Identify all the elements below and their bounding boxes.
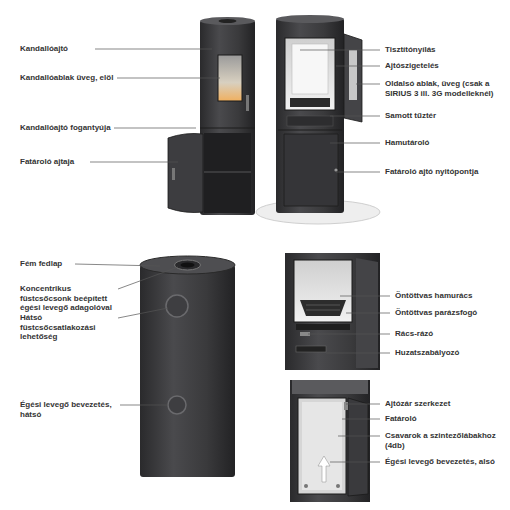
leader-lines <box>75 49 390 462</box>
storage-detail <box>290 380 370 502</box>
part-label: Égési levegő bevezetés, hátsó <box>20 400 119 419</box>
part-label: Ajtószigetelés <box>385 61 503 71</box>
part-label: Oldalsó ablak, üveg (csak a SIRIUS 3 ill… <box>385 79 503 98</box>
stove-front <box>168 17 255 215</box>
part-label: Fém fedlap <box>20 259 74 269</box>
part-label: Égési levegő bevezetés, alsó <box>385 457 503 467</box>
part-label: Öntöttvas parázsfogó <box>395 308 503 318</box>
firebox-detail <box>285 253 380 370</box>
part-label: Kandallóajtó fogantyúja <box>20 123 114 133</box>
part-label: Huzatszabályozó <box>395 348 503 358</box>
part-label: Hamutároló <box>385 138 503 148</box>
part-label: Kandallóablak üveg, elöl <box>20 73 116 83</box>
stove-rear <box>140 256 235 477</box>
part-label: Hátsó füstcsőcsatlakozási lehetőség <box>20 313 116 342</box>
part-label: Ajtózár szerkezet <box>385 399 503 409</box>
part-label: Fatároló ajtó nyitópontja <box>385 167 503 177</box>
part-label: Csavarok a szintezőlábakhoz (4db) <box>385 431 503 450</box>
stove-open <box>256 15 380 224</box>
part-label: Rács-rázó <box>395 329 503 339</box>
part-label: Samott tűztér <box>385 111 503 121</box>
part-label: Fatároló ajtaja <box>20 157 90 167</box>
part-label: Fatároló <box>385 414 503 424</box>
part-label: Kandallóajtó <box>20 44 94 54</box>
part-label: Tisztítónyílás <box>385 45 503 55</box>
part-label: Öntöttvas hamurács <box>395 291 503 301</box>
part-label: Koncentrikus füstcsőcsonk beépített égés… <box>20 284 116 313</box>
